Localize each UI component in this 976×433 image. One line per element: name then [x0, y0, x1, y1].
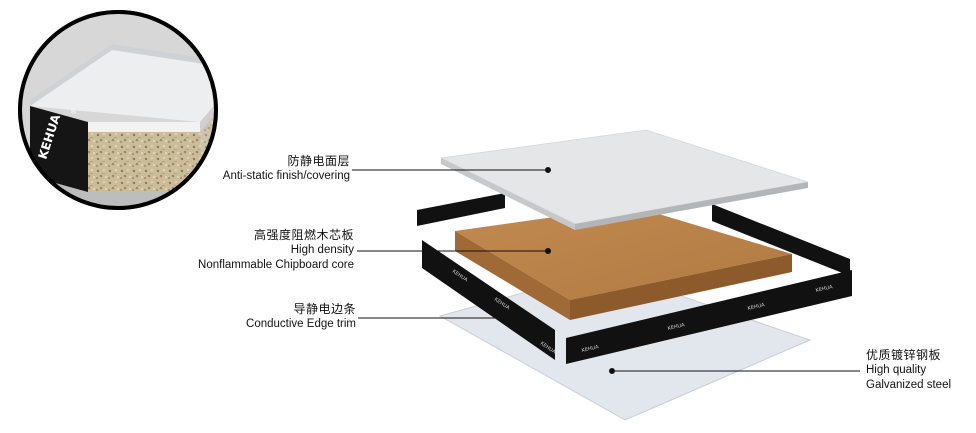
leader-dot-edge	[509, 316, 514, 321]
leader-dot-core	[546, 249, 551, 254]
covering-tile	[441, 130, 808, 230]
label-edge: 导静电边条 Conductive Edge trim	[246, 302, 356, 332]
label-edge-en: Conductive Edge trim	[246, 317, 356, 332]
label-steel-en1: High quality	[866, 363, 951, 378]
leader-dot-covering	[546, 168, 551, 173]
label-steel: 优质镀锌钢板 High quality Galvanized steel	[866, 348, 951, 393]
inset-logo-mark: ®	[70, 108, 77, 116]
label-steel-en2: Galvanized steel	[866, 378, 951, 393]
label-covering-en: Anti-static finish/covering	[223, 169, 350, 184]
leader-dot-steel	[610, 369, 615, 374]
label-edge-zh: 导静电边条	[246, 302, 356, 317]
label-core-en1: High density	[198, 243, 354, 258]
label-covering: 防静电面层 Anti-static finish/covering	[223, 154, 350, 184]
label-core-en2: Nonflammable Chipboard core	[198, 258, 354, 273]
label-core-zh: 高强度阻燃木芯板	[198, 228, 354, 243]
label-steel-zh: 优质镀锌钢板	[866, 348, 951, 363]
label-core: 高强度阻燃木芯板 High density Nonflammable Chipb…	[198, 228, 354, 273]
label-covering-zh: 防静电面层	[223, 154, 350, 169]
inset-closeup: KEHUA ®	[18, 10, 245, 220]
